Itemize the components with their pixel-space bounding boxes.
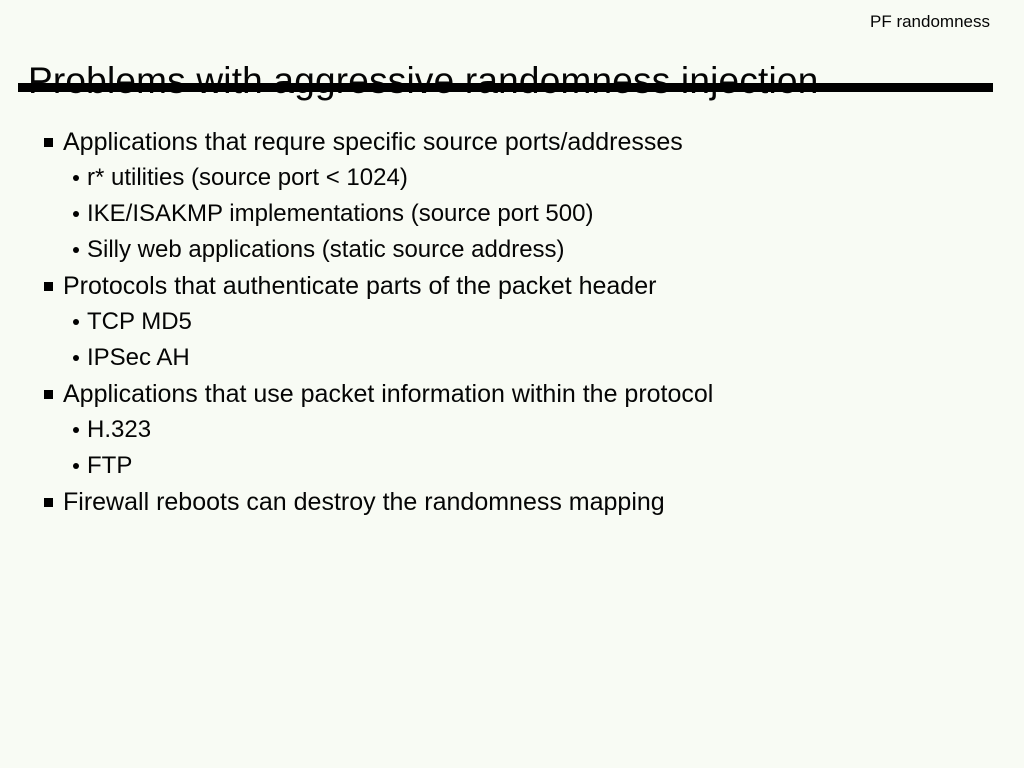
square-bullet-icon bbox=[44, 137, 53, 147]
sub-bullet-text: FTP bbox=[87, 452, 133, 479]
sub-bullet-item: IKE/ISAKMP implementations (source port … bbox=[44, 196, 1008, 232]
bullet-text: Applications that use packet information… bbox=[63, 380, 714, 408]
bullet-item: Applications that requre specific source… bbox=[44, 124, 1008, 160]
dot-bullet-icon bbox=[73, 355, 79, 361]
page-title: Problems with aggressive randomness inje… bbox=[28, 59, 819, 101]
sub-bullet-item: TCP MD5 bbox=[44, 304, 1008, 340]
sub-bullet-item: Silly web applications (static source ad… bbox=[44, 232, 1008, 268]
dot-bullet-icon bbox=[73, 211, 79, 217]
dot-bullet-icon bbox=[73, 427, 79, 433]
bullet-item: Protocols that authenticate parts of the… bbox=[44, 268, 1008, 304]
sub-bullet-item: H.323 bbox=[44, 412, 1008, 448]
sub-bullet-item: IPSec AH bbox=[44, 340, 1008, 376]
sub-bullet-text: H.323 bbox=[87, 416, 152, 443]
dot-bullet-icon bbox=[73, 463, 79, 469]
bullet-text: Applications that requre specific source… bbox=[63, 128, 683, 156]
dot-bullet-icon bbox=[73, 247, 79, 253]
sub-bullet-text: r* utilities (source port < 1024) bbox=[87, 164, 408, 191]
dot-bullet-icon bbox=[73, 319, 79, 325]
dot-bullet-icon bbox=[73, 175, 79, 181]
bullet-text: Protocols that authenticate parts of the… bbox=[63, 272, 657, 300]
sub-bullet-item: r* utilities (source port < 1024) bbox=[44, 160, 1008, 196]
slide-corner-label: PF randomness bbox=[870, 12, 990, 31]
sub-bullet-item: FTP bbox=[44, 448, 1008, 484]
sub-bullet-text: IKE/ISAKMP implementations (source port … bbox=[87, 200, 594, 227]
square-bullet-icon bbox=[44, 281, 53, 291]
sub-bullet-text: TCP MD5 bbox=[87, 308, 192, 335]
sub-bullet-text: Silly web applications (static source ad… bbox=[87, 236, 565, 263]
bullet-item: Firewall reboots can destroy the randomn… bbox=[44, 484, 1008, 520]
square-bullet-icon bbox=[44, 389, 53, 399]
bullet-item: Applications that use packet information… bbox=[44, 376, 1008, 412]
bullet-text: Firewall reboots can destroy the randomn… bbox=[63, 488, 665, 516]
title-underline-rule bbox=[18, 83, 993, 92]
bullet-list: Applications that requre specific source… bbox=[44, 124, 1008, 520]
square-bullet-icon bbox=[44, 497, 53, 507]
sub-bullet-text: IPSec AH bbox=[87, 344, 190, 371]
